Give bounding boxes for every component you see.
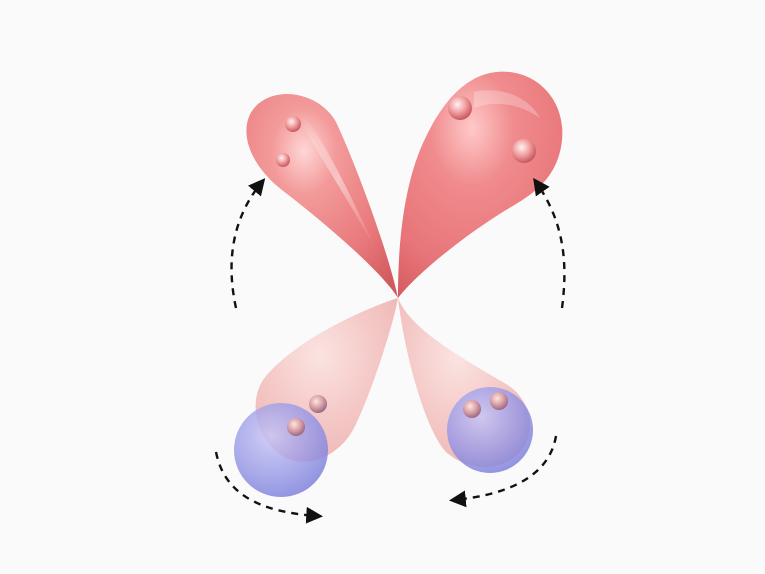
upper-right-lobe [398, 72, 562, 298]
lower-right-sphere [447, 387, 533, 473]
upper-left-lobe [246, 94, 398, 298]
upper-left-curved-arrow [232, 182, 262, 308]
upper-right-curved-arrow [536, 182, 564, 308]
lower-left-sphere [234, 403, 328, 497]
